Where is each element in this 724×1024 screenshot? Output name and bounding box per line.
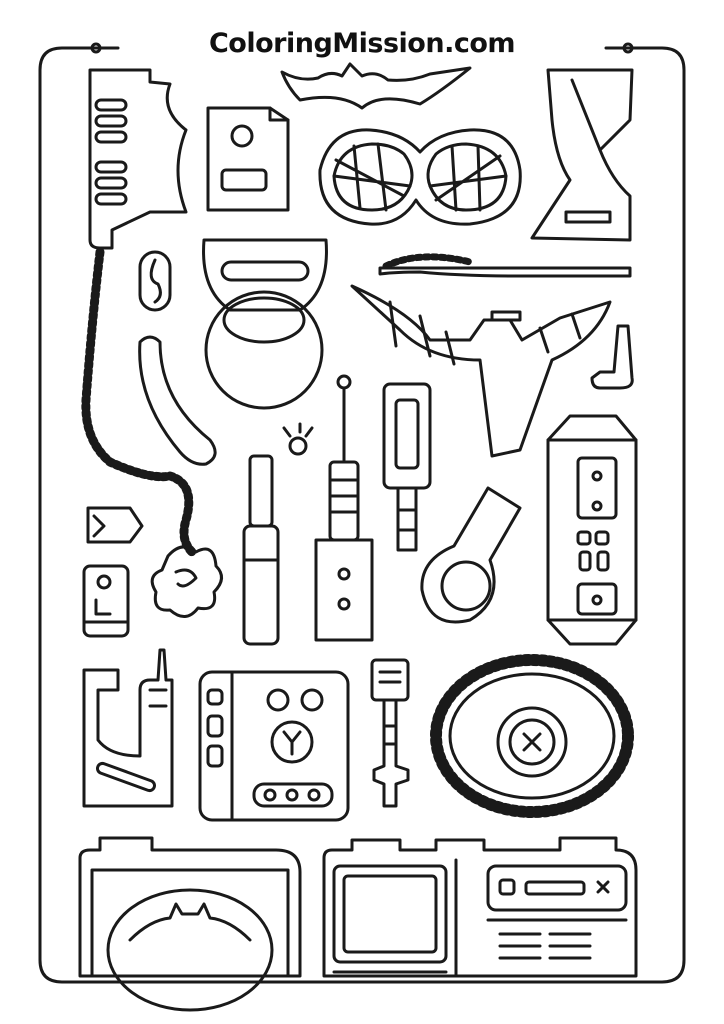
flashlight-icon [244,456,278,644]
capsule-seam [151,260,160,302]
control-panel-icon [324,838,636,976]
antenna-transmitter-icon [316,376,372,640]
bat-case-icon [80,838,300,1010]
j-hook-icon [592,326,632,388]
wrist-blade-icon [532,70,632,240]
harness-buckle-icon [204,240,327,408]
usb-stick-icon [384,384,430,550]
arrow-tag-icon [88,508,142,542]
whistle-icon [422,488,520,622]
lockpick-tool-icon [372,660,408,806]
smoke-pellet-icon [152,547,221,617]
scanner-device-icon [548,416,636,644]
goggles-icon [320,130,520,224]
bat-emblem-top [282,64,470,108]
site-brand-title: ColoringMission.com [208,28,516,59]
radio-unit-icon [200,672,348,820]
batarang-icon [352,286,610,456]
gear-disc-icon [436,660,628,812]
page-frame [40,44,684,982]
coiled-cable-icon [86,252,192,552]
grapple-gun-icon [90,70,186,248]
smoke-pellet-detail [176,570,196,586]
id-card-icon [208,108,288,210]
gadget-grip-icon [84,650,172,806]
capsule-icon [140,252,170,310]
curved-tube-icon [140,337,215,464]
small-remote-icon [84,566,128,636]
spark-icon [284,424,312,454]
grappling-rope-icon [380,257,630,276]
